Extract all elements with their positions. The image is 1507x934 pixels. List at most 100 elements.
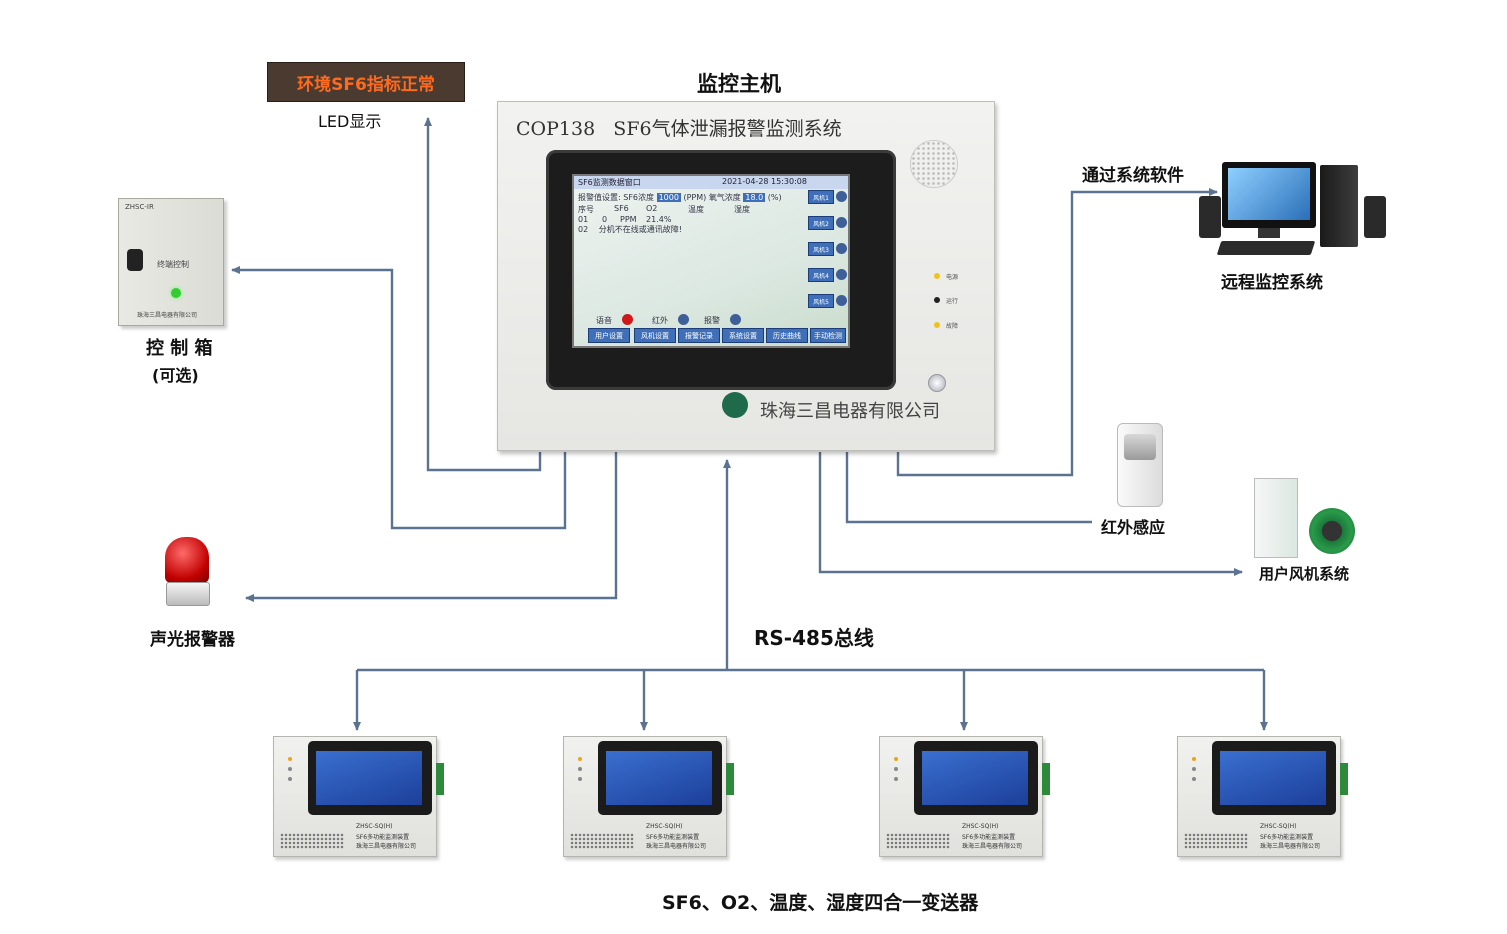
status-alarm-label: 报警 xyxy=(704,316,720,325)
monitoring-host: COP138 SF6气体泄漏报警监测系统 SF6监测数据窗口 2021-04-2… xyxy=(497,101,995,451)
screen-datetime: 2021-04-28 15:30:08 xyxy=(722,177,807,186)
transmitter-model: ZHSC-SQ(H) xyxy=(646,823,683,830)
vent-grill xyxy=(280,833,344,849)
led-display: 环境SF6指标正常 xyxy=(267,62,465,102)
alarm-setting-label: 报警值设置: SF6浓度 xyxy=(578,193,655,202)
sf6-unit: (PPM) xyxy=(683,193,707,202)
ir-sensor-icon xyxy=(1117,423,1163,507)
alarm-label: 声光报警器 xyxy=(150,630,235,650)
screen-header: SF6监测数据窗口 2021-04-28 15:30:08 xyxy=(574,176,848,189)
monitor-screen xyxy=(1228,168,1310,220)
control-box-panel-text: 终端控制 xyxy=(157,260,189,269)
alarm-base xyxy=(166,582,210,606)
menu-history-curve[interactable]: 历史曲线 xyxy=(766,328,808,343)
control-box-device: ZHSC-IR 终端控制 珠海三昌电器有限公司 xyxy=(118,198,224,326)
ir-sensor-lens xyxy=(1124,434,1156,460)
fan-button-5[interactable]: 风机5 xyxy=(808,294,834,308)
company-logo-icon xyxy=(722,392,748,418)
menu-system-settings[interactable]: 系统设置 xyxy=(722,328,764,343)
transmitter-screen xyxy=(922,751,1028,805)
host-system-title: SF6气体泄漏报警监测系统 xyxy=(613,118,842,140)
wire-fan-system xyxy=(818,452,1243,576)
o2-threshold[interactable]: 18.0 xyxy=(743,193,766,202)
transmitter-screen xyxy=(316,751,422,805)
run-indicator xyxy=(934,297,940,303)
col-humidity: 湿度 xyxy=(734,205,750,214)
transmitter-company: 珠海三昌电器有限公司 xyxy=(646,843,707,850)
transmitter-screen xyxy=(606,751,712,805)
right-speaker-icon xyxy=(1364,196,1386,238)
o2-unit: (%) xyxy=(767,193,782,202)
status-ir-label: 红外 xyxy=(652,316,668,325)
bus-label: RS-485总线 xyxy=(754,626,874,650)
fault-indicator xyxy=(934,322,940,328)
wire-remote xyxy=(896,188,1218,477)
wire-led xyxy=(424,117,542,472)
ir-sensor-label: 红外感应 xyxy=(1101,518,1166,537)
transmitter-model: ZHSC-SQ(H) xyxy=(1260,823,1297,830)
vent-grill xyxy=(570,833,634,849)
screen-window-title: SF6监测数据窗口 xyxy=(578,178,641,187)
transmitter-4: ZHSC-SQ(H) SF6多功能监测装置 珠海三昌电器有限公司 xyxy=(1177,736,1348,857)
status-alarm-dot xyxy=(730,314,741,325)
software-label: 通过系统软件 xyxy=(1082,166,1184,186)
col-sf6: SF6 xyxy=(614,204,629,213)
remote-label: 远程监控系统 xyxy=(1221,273,1323,293)
led-label: LED显示 xyxy=(318,112,382,131)
fault-indicator-label: 故障 xyxy=(946,323,959,330)
run-indicator-label: 运行 xyxy=(946,298,959,305)
terminal-block-icon xyxy=(726,763,734,795)
table-row: 02 分机不在线或通讯故障! xyxy=(578,225,682,234)
control-box-model: ZHSC-IR xyxy=(125,203,154,211)
fan-status-dot-2 xyxy=(836,217,847,228)
fan-controller-icon xyxy=(1254,478,1298,558)
transmitter-1: ZHSC-SQ(H) SF6多功能监测装置 珠海三昌电器有限公司 xyxy=(273,736,444,857)
power-indicator xyxy=(934,273,940,279)
left-speaker-icon xyxy=(1199,196,1221,238)
fan-button-3[interactable]: 风机3 xyxy=(808,242,834,256)
transmitter-model: ZHSC-SQ(H) xyxy=(356,823,393,830)
host-model: COP138 xyxy=(516,118,596,140)
status-voice-label: 语音 xyxy=(596,316,612,325)
fan-status-dot-4 xyxy=(836,269,847,280)
fan-system-label: 用户风机系统 xyxy=(1259,565,1350,583)
pc-tower-icon xyxy=(1320,165,1358,247)
fan-status-dot-1 xyxy=(836,191,847,202)
control-box-sublabel: (可选) xyxy=(152,366,199,385)
transmitter-screen xyxy=(1220,751,1326,805)
screen-alarm-settings: 报警值设置: SF6浓度 1000 (PPM) 氧气浓度 18.0 (%) xyxy=(578,192,782,203)
terminal-block-icon xyxy=(1042,763,1050,795)
speaker-grill xyxy=(910,140,958,188)
transmitter-caption: SF6多功能监测装置 xyxy=(646,834,700,841)
status-ir-dot xyxy=(678,314,689,325)
host-title: COP138 SF6气体泄漏报警监测系统 xyxy=(516,114,842,141)
wire-ir-sensor xyxy=(845,452,1092,524)
sf6-threshold[interactable]: 1000 xyxy=(656,193,681,202)
transmitter-company: 珠海三昌电器有限公司 xyxy=(962,843,1023,850)
transmitter-2: ZHSC-SQ(H) SF6多功能监测装置 珠海三昌电器有限公司 xyxy=(563,736,734,857)
fan-button-4[interactable]: 风机4 xyxy=(808,268,834,282)
menu-alarm-records[interactable]: 报警记录 xyxy=(678,328,720,343)
menu-user-settings[interactable]: 用户设置 xyxy=(588,328,630,343)
vent-grill xyxy=(886,833,950,849)
status-voice-dot xyxy=(622,314,633,325)
fan-button-1[interactable]: 风机1 xyxy=(808,190,834,204)
menu-manual-detect[interactable]: 手动检测 xyxy=(810,328,846,343)
control-box-label: 控 制 箱 xyxy=(146,338,213,359)
col-no: 序号 xyxy=(578,205,594,214)
transmitter-caption: SF6多功能监测装置 xyxy=(1260,834,1314,841)
fan-status-dot-5 xyxy=(836,295,847,306)
col-o2: O2 xyxy=(646,204,658,213)
host-display-bezel: SF6监测数据窗口 2021-04-28 15:30:08 报警值设置: SF6… xyxy=(546,150,896,390)
menu-fan-settings[interactable]: 风机设置 xyxy=(634,328,676,343)
wire-control-box xyxy=(231,266,567,530)
alarm-light-icon xyxy=(165,537,209,583)
vent-grill xyxy=(1184,833,1248,849)
fan-icon xyxy=(1309,508,1355,554)
host-company: 珠海三昌电器有限公司 xyxy=(760,401,940,422)
fan-button-2[interactable]: 风机2 xyxy=(808,216,834,230)
lamp-icon xyxy=(171,288,181,298)
wire-alarm xyxy=(245,452,618,602)
transmitter-3: ZHSC-SQ(H) SF6多功能监测装置 珠海三昌电器有限公司 xyxy=(879,736,1050,857)
transmitter-model: ZHSC-SQ(H) xyxy=(962,823,999,830)
